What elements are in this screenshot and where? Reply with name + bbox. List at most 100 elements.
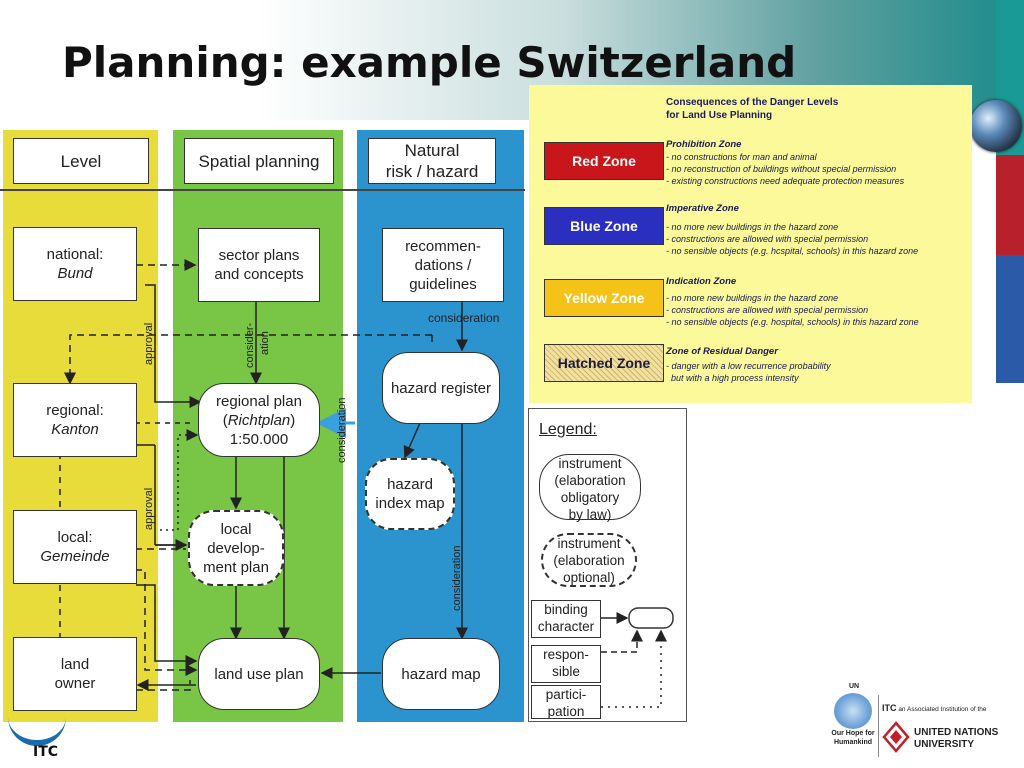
itc-ring-icon	[8, 710, 66, 746]
legend-resp-line2: sible	[552, 664, 580, 679]
legend-oblig-line4: by law)	[568, 507, 612, 522]
legend-oblig-line2: (elaboration	[554, 473, 626, 488]
legend-binding-character: binding character	[531, 600, 601, 638]
blue-zone-line1: - no more new buildings in the hazard zo…	[666, 222, 839, 232]
danger-levels-title: Consequences of the Danger Levels for La…	[666, 96, 838, 122]
blue-zone-line3: - no sensible objects (e.g. hcspital, sc…	[666, 246, 919, 256]
hazard-index-line2: index map	[375, 495, 445, 512]
danger-levels-panel: Consequences of the Danger Levels for La…	[529, 85, 972, 403]
level-landowner: land owner	[13, 637, 137, 711]
red-zone-badge: Red Zone	[544, 142, 664, 180]
hatched-zone-line1: - danger with a low recurrence probabili…	[666, 361, 831, 371]
recommendations-line1: recommen-	[405, 237, 481, 255]
hazard-register-label: hazard register	[390, 379, 492, 397]
header-natural-hazard-line2: risk / hazard	[385, 162, 479, 181]
approval-label-1: approval	[143, 322, 155, 365]
right-bar-red	[996, 155, 1024, 255]
red-zone-line3: - existing constructions need adequate p…	[666, 176, 905, 186]
itc-logo: ITC	[0, 720, 80, 768]
red-zone-description: Prohibition Zone - no constructions for …	[666, 138, 904, 187]
legend-binding-line2: character	[537, 619, 595, 634]
hazard-register-box: hazard register	[382, 352, 500, 424]
un-university-logo: UN Our Hope for Humankind ITC an Associa…	[828, 683, 1020, 763]
legend-opt-line2: (elaboration	[553, 553, 625, 568]
legend-title: Legend:	[539, 421, 597, 438]
sector-plans-line2: and concepts	[214, 266, 304, 283]
globe-icon	[970, 100, 1022, 152]
regional-plan-scale: 1:50.000	[229, 430, 289, 448]
header-natural-hazard-line1: Natural	[404, 141, 460, 160]
consideration-label-1a: consider-	[244, 322, 256, 368]
hazard-index-line1: hazard	[387, 476, 433, 493]
legend-responsible: respon- sible	[531, 645, 601, 683]
hazard-map-label: hazard map	[401, 665, 481, 683]
regional-plan-paren-open: (	[222, 411, 228, 429]
yellow-zone-line2: - constructions are allowed with special…	[666, 305, 869, 315]
legend-opt-line1: instrument	[557, 536, 621, 551]
itc-bold-label: ITC	[882, 703, 897, 713]
level-national: national: Bund	[13, 227, 137, 301]
hatched-zone-description: Zone of Residual Danger - danger with a …	[666, 345, 831, 384]
header-spatial-planning-label: Spatial planning	[198, 151, 320, 171]
blue-zone-description: Imperative Zone - no more new buildings …	[666, 202, 918, 257]
legend-participation: partici- pation	[531, 685, 601, 719]
land-use-plan-box: land use plan	[198, 638, 320, 710]
consideration-label-2: consideration	[336, 397, 348, 463]
legend-binding-line1: binding	[544, 602, 588, 617]
un-hope-line1: Our Hope for	[831, 730, 875, 737]
regional-plan-line2: (Richtplan)	[223, 411, 296, 430]
legend-optional-instrument: instrument (elaboration optional)	[541, 533, 637, 587]
level-national-label: national:	[46, 246, 104, 263]
danger-levels-title-line1: Consequences of the Danger Levels	[666, 97, 839, 108]
diagram-connectors	[59, 259, 468, 691]
local-dev-line1: local	[220, 520, 252, 538]
yellow-zone-line3: - no sensible objects (e.g. hospital, sc…	[666, 317, 919, 327]
legend-partic-line1: partici-	[545, 687, 587, 702]
header-level-label: Level	[60, 151, 102, 171]
itc-association-text: ITC an Associated Institution of the	[882, 703, 986, 713]
level-regional: regional: Kanton	[13, 383, 137, 457]
sector-plans-box: sector plans and concepts	[198, 228, 320, 302]
blue-zone-badge: Blue Zone	[544, 207, 664, 245]
unu-name: UNITED NATIONS UNIVERSITY	[914, 727, 998, 751]
level-national-term: Bund	[57, 265, 93, 282]
level-landowner-line1: land	[60, 656, 90, 673]
yellow-zone-badge: Yellow Zone	[544, 279, 664, 317]
level-local-label: local:	[57, 529, 93, 546]
planning-diagram: Level Spatial planning Natural risk / ha…	[0, 125, 525, 725]
yellow-zone-line1: - no more new buildings in the hazard zo…	[666, 293, 839, 303]
level-local: local: Gemeinde	[13, 510, 137, 584]
consideration-label-1b: ation	[259, 331, 271, 355]
recommendations-line3: guidelines	[409, 275, 477, 293]
hatched-zone-badge: Hatched Zone	[544, 344, 664, 382]
slide-title: Planning: example Switzerland	[62, 38, 797, 87]
legend-partic-line2: pation	[547, 704, 585, 719]
header-level: Level	[13, 138, 149, 184]
un-emblem-icon	[834, 693, 872, 729]
recommendations-line2: dations /	[414, 256, 472, 274]
approval-label-2: approval	[143, 487, 155, 530]
hazard-map-box: hazard map	[382, 638, 500, 710]
hatched-zone-line2: but with a high process intensity	[666, 373, 799, 383]
consideration-label-h: consideration	[428, 311, 500, 325]
local-dev-line3: ment plan	[203, 558, 269, 576]
logo-separator	[878, 695, 879, 757]
legend-oblig-line3: obligatory	[560, 490, 620, 505]
danger-levels-title-line2: for Land Use Planning	[666, 110, 773, 121]
legend-oblig-line1: instrument	[558, 456, 622, 471]
regional-plan-paren-close: )	[290, 411, 296, 429]
land-use-plan-label: land use plan	[214, 665, 304, 683]
legend-connectors	[601, 607, 674, 708]
hatched-zone-heading: Zone of Residual Danger	[666, 346, 778, 357]
yellow-zone-description: Indication Zone - no more new buildings …	[666, 275, 919, 328]
regional-plan-box: regional plan (Richtplan) 1:50.000	[198, 383, 320, 457]
legend-resp-line1: respon-	[543, 647, 589, 662]
legend-panel: Legend: instrument (elaboration obligato…	[528, 408, 687, 722]
unu-name-line1: UNITED NATIONS	[914, 727, 999, 738]
right-color-bar	[996, 0, 1024, 383]
header-spatial-planning: Spatial planning	[184, 138, 334, 184]
legend-opt-line3: optional)	[563, 570, 615, 585]
local-development-plan-box: local develop- ment plan	[188, 510, 284, 586]
itc-assoc-label: an Associated Institution of the	[898, 706, 987, 713]
blue-zone-heading: Imperative Zone	[666, 203, 739, 214]
